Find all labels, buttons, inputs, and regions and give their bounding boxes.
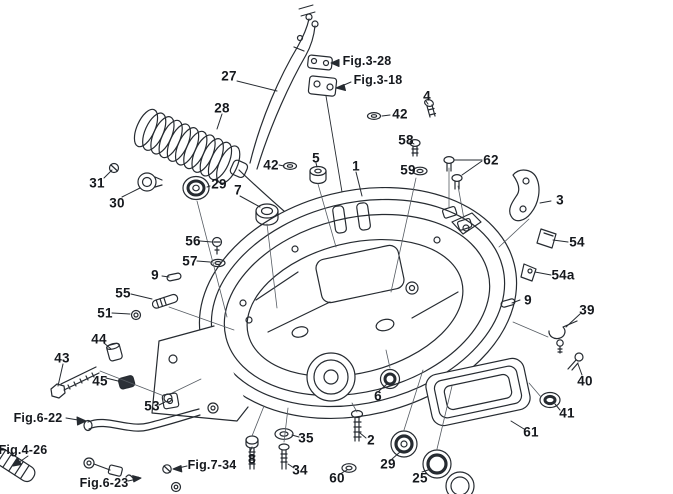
part-label-4: 4 bbox=[423, 88, 431, 104]
part-label-51: 51 bbox=[97, 305, 113, 321]
part-pin-9-left bbox=[166, 272, 182, 282]
part-bottom-cowling bbox=[151, 186, 518, 422]
part-label-58: 58 bbox=[398, 132, 414, 148]
part-bolt-58 bbox=[409, 139, 421, 157]
part-label-29: 29 bbox=[380, 456, 396, 472]
part-label-28: 28 bbox=[214, 100, 230, 116]
part-plate-54 bbox=[536, 228, 557, 249]
part-label-7: 7 bbox=[234, 182, 242, 198]
part-bolt-40 bbox=[567, 352, 584, 371]
part-screw-fig7-34 bbox=[162, 464, 182, 493]
part-label-25: 25 bbox=[412, 470, 428, 486]
figure-ref-label-fig-3-18: Fig.3-18 bbox=[353, 73, 403, 87]
part-label-42: 42 bbox=[263, 157, 279, 173]
part-label-30: 30 bbox=[109, 195, 125, 211]
part-cable-bracket-lower bbox=[307, 75, 343, 193]
figure-ref-label-fig-7-34: Fig.7-34 bbox=[187, 458, 237, 472]
part-clamp-39 bbox=[548, 320, 578, 354]
part-label-9: 9 bbox=[524, 292, 532, 308]
part-label-55: 55 bbox=[115, 285, 131, 301]
part-washer-42-top bbox=[366, 111, 382, 120]
part-grommet-25 bbox=[422, 449, 475, 494]
part-clip-54a bbox=[520, 263, 537, 282]
part-grip-fig4-26 bbox=[0, 447, 36, 483]
part-grommet-29-bottom bbox=[390, 430, 418, 458]
part-bolt-4 bbox=[424, 99, 437, 118]
part-stud-55 bbox=[151, 293, 179, 309]
part-mount-tray-61 bbox=[425, 357, 531, 427]
part-label-57: 57 bbox=[182, 253, 198, 269]
part-label-43: 43 bbox=[54, 350, 70, 366]
part-label-41: 41 bbox=[559, 405, 575, 421]
part-label-27: 27 bbox=[221, 68, 237, 84]
part-screw-31 bbox=[108, 162, 120, 174]
part-grommet-29-left bbox=[182, 175, 210, 201]
part-label-54: 54 bbox=[569, 234, 585, 250]
figure-ref-arrows bbox=[12, 59, 352, 483]
part-clamp-fig6-23 bbox=[83, 457, 139, 480]
part-label-6: 6 bbox=[374, 388, 382, 404]
part-washer-60 bbox=[341, 463, 357, 473]
part-label-60: 60 bbox=[329, 470, 345, 486]
part-grommet-41 bbox=[539, 391, 561, 409]
part-clip-53 bbox=[161, 392, 180, 410]
leader-lines bbox=[57, 80, 583, 475]
part-label-2: 2 bbox=[367, 432, 375, 448]
part-nut-51 bbox=[130, 309, 142, 321]
part-label-34: 34 bbox=[292, 462, 308, 478]
part-cable-coil bbox=[133, 108, 322, 245]
part-screw-34 bbox=[278, 443, 290, 470]
part-label-44: 44 bbox=[91, 331, 107, 347]
part-label-53: 53 bbox=[144, 398, 160, 414]
figure-ref-label-fig-6-22: Fig.6-22 bbox=[13, 411, 63, 425]
part-label-35: 35 bbox=[298, 430, 314, 446]
part-label-5: 5 bbox=[312, 150, 320, 166]
part-remote-cables bbox=[249, 13, 319, 170]
assembly-axis-lines bbox=[99, 167, 549, 450]
part-hose-fig6-22 bbox=[83, 408, 201, 432]
part-bolt-2 bbox=[350, 409, 364, 442]
part-label-54a: 54a bbox=[551, 267, 575, 283]
part-washer-57 bbox=[210, 258, 226, 268]
figure-ref-label-fig-6-23: Fig.6-23 bbox=[79, 476, 129, 490]
part-latch-3 bbox=[509, 169, 540, 222]
part-label-61: 61 bbox=[523, 424, 539, 440]
part-bolt-43 bbox=[50, 366, 100, 399]
part-spacer-44 bbox=[106, 342, 123, 362]
part-label-29: 29 bbox=[211, 176, 227, 192]
figure-ref-label-fig-3-28: Fig.3-28 bbox=[342, 54, 392, 68]
part-label-31: 31 bbox=[89, 175, 105, 191]
part-label-9: 9 bbox=[151, 267, 159, 283]
part-washer-59 bbox=[412, 166, 428, 176]
part-label-62: 62 bbox=[483, 152, 499, 168]
figure-ref-label-fig-4-26: Fig.4-26 bbox=[0, 443, 48, 457]
part-label-8: 8 bbox=[248, 451, 256, 467]
part-grommet-6 bbox=[379, 368, 401, 390]
part-label-40: 40 bbox=[577, 373, 593, 389]
part-label-59: 59 bbox=[400, 162, 416, 178]
part-cap-30 bbox=[137, 172, 163, 192]
part-label-39: 39 bbox=[579, 302, 595, 318]
part-label-56: 56 bbox=[185, 233, 201, 249]
part-pin-9-right bbox=[500, 298, 516, 308]
part-grommet-5 bbox=[309, 165, 327, 185]
part-label-1: 1 bbox=[352, 158, 360, 174]
part-label-45: 45 bbox=[92, 373, 108, 389]
part-label-42: 42 bbox=[392, 106, 408, 122]
part-label-3: 3 bbox=[556, 192, 564, 208]
part-bushing-45 bbox=[118, 375, 136, 390]
